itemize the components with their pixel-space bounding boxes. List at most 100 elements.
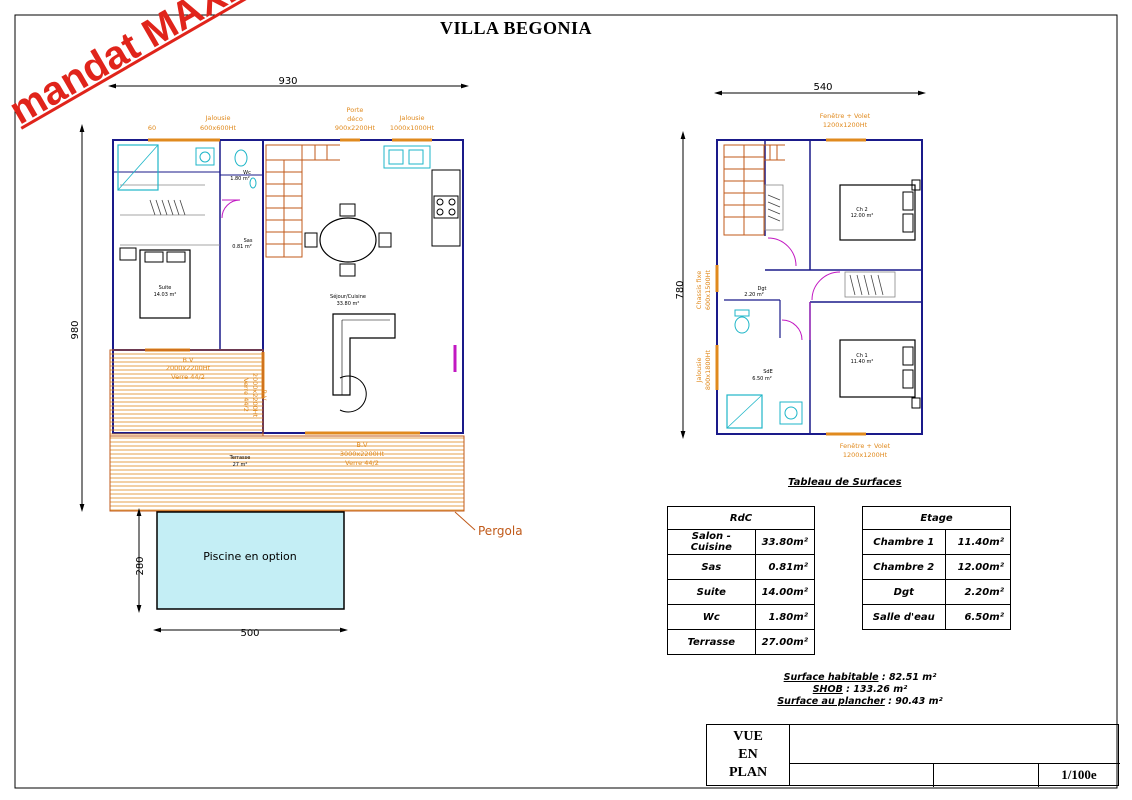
svg-text:2.20 m²: 2.20 m² [744,292,764,298]
gf-kitchen-sink [383,145,431,169]
gf-porte-deco-3: 900x2200Ht [335,124,376,132]
gf-room-terrasse: Terrasse [229,455,251,461]
dim-upper-height-label: 780 [675,280,686,299]
gf-wc-icon [234,149,248,167]
view-label: VUE EN PLAN [707,725,790,786]
uf-room-ch1: Ch 1 [856,353,867,359]
svg-text:500: 500 [240,628,259,639]
uf-staircase [723,144,785,236]
dim-upper-width-label: 540 [813,82,832,93]
total-plancher: Surface au plancher : 90.43 m² [777,696,943,707]
gf-sofa [332,313,396,396]
gf-bv1-1: B.V [183,356,195,364]
uf-jalousie-1: Jalousie [695,358,703,384]
uf-sink-icon [779,401,803,425]
surfaces-table-title: Tableau de Surfaces [788,477,902,488]
gf-wardrobe [149,199,186,216]
svg-text:14.03 m²: 14.03 m² [154,292,177,298]
title-block: VUE EN PLAN 1/100e [706,724,1120,787]
uf-bed-ch2 [839,184,916,241]
gf-bv3-2: 3000x2200Ht [340,450,385,458]
svg-text:12.00 m²: 12.00 m² [851,213,874,219]
uf-outer-walls [716,139,923,435]
uf-room-sde: SdE [763,369,773,375]
gf-room-suite: Suite [159,285,172,291]
gf-jalousie-left-2: 600x600Ht [200,124,237,132]
total-habitable: Surface habitable : 82.51 m² [783,672,937,683]
rdc-table-header: RdC [667,506,815,530]
uf-wc-icon [734,316,750,334]
gf-bv2-1: B.V [260,390,268,402]
uf-door-arc-1 [767,237,797,267]
gf-bv3-1: B.V [357,441,369,449]
scale-label: 1/100e [1061,767,1097,782]
uf-chassis-2: 600x1500Ht [704,269,712,310]
uf-top-window-2: 1200x1200Ht [823,121,868,129]
dim-pool-height-label: 280 [135,556,146,575]
pergola-leader [454,511,476,531]
pool [156,511,345,610]
uf-door-arc-3 [781,319,803,341]
dim-height-label: 980 [70,320,81,339]
gf-bv2-3: Verre 44/2 [242,378,250,412]
uf-bed-ch1 [839,339,916,398]
svg-text:6.50 m²: 6.50 m² [752,376,772,382]
gf-jalousie-left-1: Jalousie [205,114,231,122]
gf-sink-icon [195,147,215,166]
dim-width-label: 930 [278,76,297,87]
gf-jalousie-right-2: 1000x1000Ht [390,124,435,132]
uf-room-dgt: Dgt [758,286,767,292]
gf-room-sejour: Séjour/Cuisine [330,293,366,300]
drawing-frame [14,14,1118,789]
gf-outer-walls [112,139,464,434]
uf-top-window-1: Fenêtre + Volet [820,112,871,120]
gf-door-arc [221,199,241,219]
etage-table-header: Etage [862,506,1011,530]
gf-shower [117,144,159,191]
pergola-label: Pergola [478,524,523,538]
uf-room-ch2: Ch 2 [856,207,867,213]
gf-kitchen-counter [431,169,461,247]
upper-floor-plan: 540 780 [675,82,926,459]
gf-bv3-3: Verre 44/2 [345,459,379,467]
gf-porte-deco-1: Porte [347,106,364,114]
surface-totals: Surface habitable : 82.51 m² SHOB : 133.… [760,672,960,708]
uf-jalousie-2: 800x1800Ht [704,349,712,390]
uf-chassis-1: Chassis fixe [695,271,703,309]
gf-dining-table [319,217,377,263]
dim-pool-width-label: 500 [240,628,259,639]
pool-label: Piscine en option [203,550,297,563]
svg-text:0.81 m²: 0.81 m² [232,244,252,250]
gf-staircase [265,144,340,258]
gf-bv1-3: Verre 44/2 [171,373,205,381]
gf-porte-deco-2: déco [347,115,363,123]
uf-wardrobe [764,184,896,298]
gf-partial-left: 60 [148,124,156,132]
svg-text:11.40 m²: 11.40 m² [851,359,874,365]
gf-terrace [109,435,465,512]
gf-cooktop [433,195,459,219]
uf-bottom-window-2: 1200x1200Ht [843,451,888,459]
svg-text:1.80 m²: 1.80 m² [230,176,250,182]
uf-door-arc-2 [811,271,841,301]
gf-bv2-2: 2000x2200Ht [251,373,259,418]
gf-room-wc: Wc [243,170,251,176]
ground-floor-plan: 930 980 [70,76,523,639]
gf-jalousie-right-1: Jalousie [399,114,425,122]
total-shob: SHOB : 133.26 m² [812,684,908,695]
gf-bv1-2: 2000x2200Ht [166,364,211,372]
svg-text:27 m²: 27 m² [233,462,248,468]
uf-shower [726,394,763,429]
uf-bottom-window-1: Fenêtre + Volet [840,442,891,450]
